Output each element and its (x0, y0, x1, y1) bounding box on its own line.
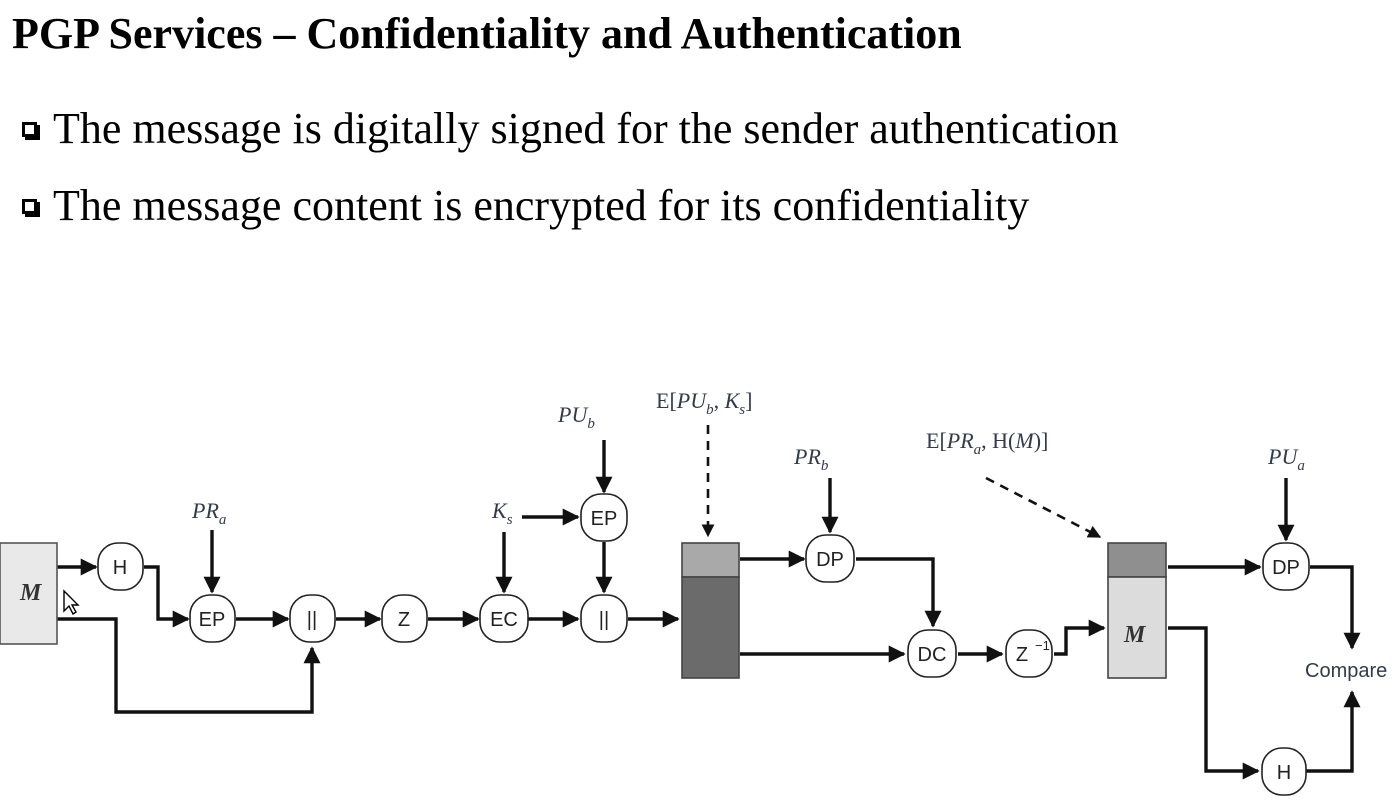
receiver-message-label: M (1123, 622, 1147, 648)
bullet-text: The message is digitally signed for the … (53, 104, 1119, 153)
svg-text:Z: Z (1016, 644, 1028, 666)
svg-text:EC: EC (490, 609, 518, 631)
node-ec-encrypt: EC (479, 594, 529, 643)
compare-label: Compare (1305, 660, 1387, 682)
svg-text:H: H (1277, 762, 1291, 784)
bullet-text: The message content is encrypted for its… (53, 181, 1030, 230)
svg-text:DP: DP (1272, 557, 1300, 579)
node-concat-2: || (580, 594, 628, 643)
svg-text:||: || (307, 609, 317, 631)
key-label-pu-b: PUb (557, 402, 595, 432)
flow-lines (57, 425, 1361, 780)
key-label-pr-b: PRb (793, 444, 829, 474)
arrow-m-to-concat1 (57, 617, 321, 714)
message-label: M (19, 580, 43, 606)
arrow-receiver-m-to-hash (1168, 626, 1260, 780)
svg-text:EP: EP (591, 508, 618, 530)
node-hash-sender: H (97, 542, 144, 591)
node-dc-decrypt: DC (907, 629, 957, 678)
node-dp-key: DP (805, 534, 855, 583)
arrow-zinv-to-receiver-m (1054, 619, 1106, 656)
key-label-pu-a: PUa (1267, 444, 1305, 474)
node-concat-1: || (289, 594, 336, 643)
node-compress: Z (381, 594, 428, 643)
bullet-item: The message is digitally signed for the … (22, 103, 1118, 155)
receiver-message-segment (1107, 576, 1167, 679)
receiver-block: M (1107, 542, 1167, 679)
bullet-item: The message content is encrypted for its… (22, 180, 1029, 232)
node-dp-verify: DP (1262, 542, 1310, 591)
message-box: M (0, 542, 58, 645)
node-decompress: Z −1 (1005, 629, 1053, 678)
node-ep-sign: EP (189, 594, 236, 643)
arrow-dp-to-dc (856, 557, 942, 628)
dashed-arrow-signature-segment (985, 476, 1102, 539)
svg-text:||: || (599, 609, 609, 631)
arrow-dp-to-compare (1310, 565, 1361, 650)
key-label-pr-a: PRa (191, 498, 226, 528)
encrypted-key-segment (681, 542, 740, 578)
encrypted-block (681, 542, 740, 679)
arrow-hash-to-compare (1306, 690, 1361, 773)
encrypted-message-segment (681, 576, 740, 679)
arrow-hash-to-ep (144, 565, 190, 628)
label-encrypted-session-key: E[PUb, Ks] (656, 388, 752, 418)
svg-text:DP: DP (816, 549, 844, 571)
decompress-superscript: −1 (1035, 638, 1050, 653)
checkbox-bullet-icon (22, 122, 37, 137)
checkbox-bullet-icon (22, 199, 37, 214)
label-encrypted-signature: E[PRa, H(M)] (926, 428, 1048, 458)
svg-text:EP: EP (199, 609, 226, 631)
receiver-signature-segment (1107, 542, 1167, 578)
svg-text:Z: Z (398, 609, 410, 631)
svg-text:DC: DC (918, 644, 947, 666)
slide-title: PGP Services – Confidentiality and Authe… (12, 9, 962, 58)
svg-text:H: H (113, 557, 127, 579)
mouse-cursor-icon (63, 589, 80, 616)
node-hash-receiver: H (1261, 747, 1307, 796)
key-label-k-s: Ks (491, 498, 513, 528)
node-ep-key: EP (580, 493, 628, 542)
